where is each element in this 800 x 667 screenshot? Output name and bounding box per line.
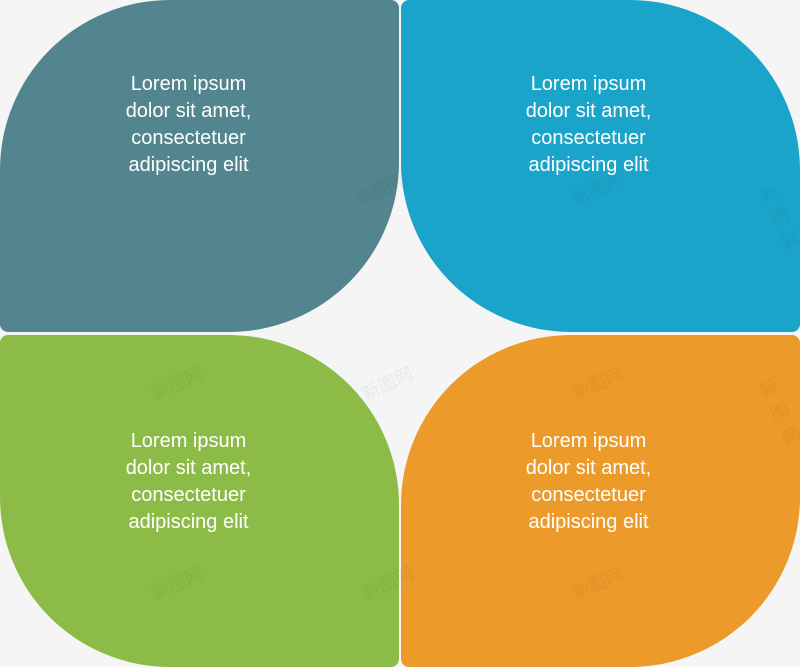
quadrant-top-right: Lorem ipsum dolor sit amet, consectetuer… (401, 0, 800, 332)
watermark: 新图网 (358, 363, 417, 406)
quadrant-bottom-right: Lorem ipsum dolor sit amet, consectetuer… (401, 335, 800, 667)
quadrant-top-left-text: Lorem ipsum dolor sit amet, consectetuer… (125, 73, 252, 176)
quadrant-top-right-text: Lorem ipsum dolor sit amet, consectetuer… (525, 73, 652, 176)
quadrant-top-left: Lorem ipsum dolor sit amet, consectetuer… (0, 0, 399, 332)
quadrant-bottom-left-text: Lorem ipsum dolor sit amet, consectetuer… (125, 430, 252, 533)
quadrant-bottom-left: Lorem ipsum dolor sit amet, consectetuer… (0, 335, 399, 667)
quadrant-bottom-right-text: Lorem ipsum dolor sit amet, consectetuer… (525, 430, 652, 533)
